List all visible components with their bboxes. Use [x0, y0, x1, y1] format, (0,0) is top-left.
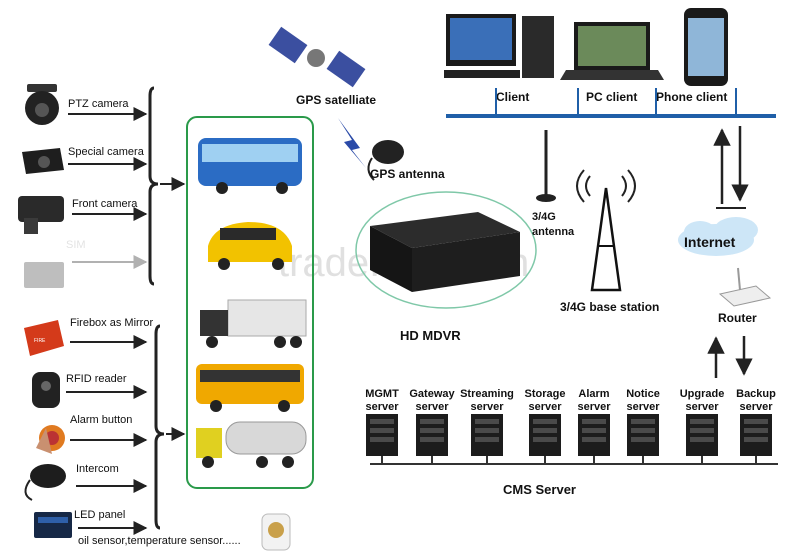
- server-type-label: server: [415, 401, 449, 413]
- client-network-bar: [446, 114, 776, 118]
- phone-client-label: Phone client: [656, 90, 727, 104]
- server-type-label: server: [470, 401, 504, 413]
- city-bus-icon: [198, 138, 302, 194]
- server-type-label: server: [626, 401, 660, 413]
- server-name-label: MGMT: [365, 388, 399, 400]
- drive-bay: [420, 437, 444, 442]
- drive-bay: [631, 419, 655, 424]
- special-camera-icon: [22, 148, 64, 174]
- firebox-label: Firebox as Mirror: [70, 317, 153, 329]
- 4g-antenna-label-1: 3/4G: [532, 211, 556, 223]
- server-row: MGMTserverGatewayserverStreamingserverSt…: [365, 388, 776, 464]
- firebox-icon: FIRE: [24, 320, 64, 356]
- vehicle-group-box: [186, 116, 314, 489]
- drive-bay: [690, 437, 714, 442]
- server-name-label: Backup: [736, 388, 776, 400]
- front-camera-icon: [18, 196, 64, 234]
- drive-bay: [370, 419, 394, 424]
- drive-bay: [631, 437, 655, 442]
- input-bracket-top: [148, 86, 159, 286]
- taxi-icon: [208, 222, 292, 270]
- 4g-antenna-icon: [536, 130, 556, 202]
- special-camera-label: Special camera: [68, 146, 145, 158]
- server-name-label: Gateway: [409, 388, 455, 400]
- phone-client-icon: [684, 8, 728, 86]
- cms-server-label: CMS Server: [503, 482, 576, 497]
- 4g-antenna-label-2: antenna: [532, 226, 575, 238]
- drive-bay: [690, 428, 714, 433]
- drive-bay: [370, 437, 394, 442]
- signal-bolt-icon: [338, 118, 366, 168]
- server-type-label: server: [528, 401, 562, 413]
- drive-bay: [690, 419, 714, 424]
- server-name-label: Streaming: [460, 388, 514, 400]
- server-type-label: server: [365, 401, 399, 413]
- pc-client-label: PC client: [586, 90, 637, 104]
- drive-bay: [533, 437, 557, 442]
- router-icon: [718, 267, 772, 307]
- intercom-label: Intercom: [76, 463, 119, 475]
- sim-label: SIM: [66, 239, 86, 251]
- led-panel-icon: [34, 512, 72, 538]
- server-name-label: Upgrade: [680, 388, 725, 400]
- drive-bay: [582, 437, 606, 442]
- server-type-label: server: [739, 401, 773, 413]
- server-name-label: Notice: [626, 388, 660, 400]
- drive-bay: [744, 428, 768, 433]
- internet-cloud-icon: [678, 217, 758, 256]
- desktop-client-icon: [444, 14, 554, 78]
- sensors-label: oil sensor,temperature sensor......: [78, 535, 241, 547]
- router-label: Router: [718, 311, 757, 325]
- drive-bay: [475, 419, 499, 424]
- internet-label: Internet: [684, 234, 736, 250]
- drive-bay: [582, 428, 606, 433]
- svg-text:FIRE: FIRE: [34, 338, 46, 344]
- mdvr-device-icon: [370, 212, 520, 292]
- drive-bay: [744, 419, 768, 424]
- ptz-camera-label: PTZ camera: [68, 98, 129, 110]
- server-type-label: server: [685, 401, 719, 413]
- school-bus-icon: [196, 364, 304, 412]
- gps-antenna-icon: [367, 140, 404, 181]
- client-label: Client: [496, 90, 529, 104]
- truck-icon: [200, 299, 307, 348]
- drive-bay: [475, 437, 499, 442]
- led-panel-label: LED panel: [74, 509, 125, 521]
- alarm-button-label: Alarm button: [70, 414, 132, 426]
- drive-bay: [533, 428, 557, 433]
- drive-bay: [582, 419, 606, 424]
- ptz-camera-icon: [25, 84, 59, 125]
- drive-bay: [475, 428, 499, 433]
- sim-module-icon: [24, 262, 64, 288]
- front-camera-label: Front camera: [72, 198, 138, 210]
- base-station-tower-icon: [576, 169, 636, 292]
- drive-bay: [420, 419, 444, 424]
- base-station-label: 3/4G base station: [560, 300, 659, 314]
- laptop-client-icon: [560, 22, 664, 80]
- alarm-button-icon: [36, 425, 65, 454]
- drive-bay: [370, 428, 394, 433]
- tanker-truck-icon: [196, 421, 307, 468]
- mdvr-glow-ring: [355, 191, 537, 309]
- gps-satellite-label: GPS satelliate: [296, 93, 376, 107]
- mdvr-label: HD MDVR: [400, 328, 461, 343]
- input-bracket-bottom: [154, 324, 165, 530]
- rfid-reader-label: RFID reader: [66, 373, 127, 385]
- satellite-icon: [268, 26, 366, 88]
- drive-bay: [533, 419, 557, 424]
- intercom-icon: [24, 464, 66, 501]
- drive-bay: [420, 428, 444, 433]
- server-name-label: Alarm: [578, 388, 609, 400]
- sensor-icon: [261, 513, 291, 551]
- server-type-label: server: [577, 401, 611, 413]
- drive-bay: [631, 428, 655, 433]
- server-name-label: Storage: [525, 388, 566, 400]
- gps-antenna-label: GPS antenna: [370, 167, 445, 181]
- rfid-reader-icon: [32, 372, 60, 408]
- drive-bay: [744, 437, 768, 442]
